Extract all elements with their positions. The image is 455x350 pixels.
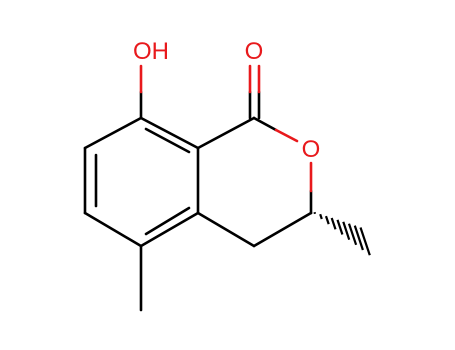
bond-c4a-c4 <box>196 211 256 248</box>
bond-c5-c6 <box>83 211 143 248</box>
hash-2 <box>319 213 323 220</box>
ring-oxygen-label: O <box>302 136 321 163</box>
bond-c1-o2-carbon-half <box>252 116 278 132</box>
bond-c4-c3 <box>252 211 313 248</box>
hash-3 <box>324 215 330 225</box>
bond-c8a-c1 <box>196 116 256 150</box>
lactone-ring <box>196 116 313 248</box>
hash-7 <box>347 223 358 246</box>
carbonyl-bond <box>248 64 261 120</box>
bond-c4a-c5 <box>139 211 200 248</box>
hash-6 <box>342 221 351 241</box>
bond-c8-c8a <box>139 116 200 150</box>
carbonyl-oxygen-label: O <box>245 38 264 65</box>
bond-c1-o2-oxygen-half <box>274 128 299 143</box>
hash-4 <box>330 217 337 230</box>
ring-oxygen-bonds <box>252 116 313 215</box>
bond-c7-c8 <box>83 116 143 150</box>
hash-5 <box>336 219 344 235</box>
hash-9 <box>359 227 371 256</box>
hash-8 <box>353 225 364 251</box>
aromatic-ring <box>83 116 200 248</box>
bond-c8-c8a-inner <box>144 127 191 154</box>
hash-1 <box>313 211 317 215</box>
hashed-wedge-methyl <box>313 211 371 256</box>
hydroxyl-label: OH <box>133 38 169 65</box>
bond-c4a-c5-inner <box>144 206 191 236</box>
